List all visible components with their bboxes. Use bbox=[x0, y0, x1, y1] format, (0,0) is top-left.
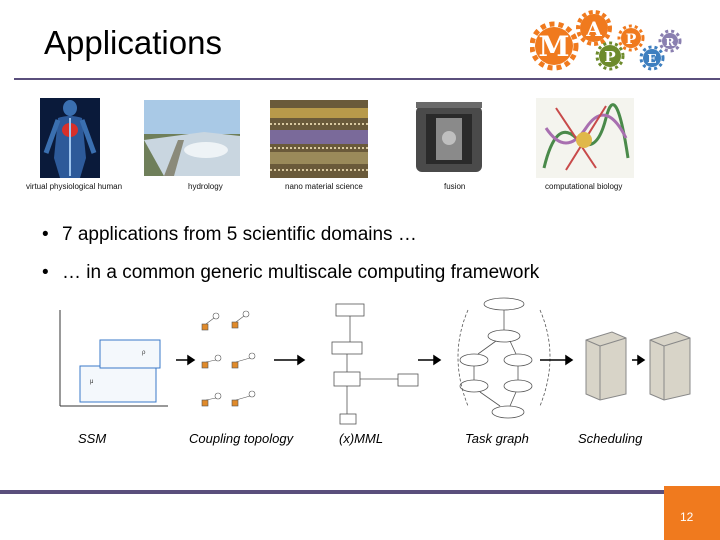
label-ssm: SSM bbox=[78, 431, 107, 446]
caption-virtual-physiological-human: virtual physiological human bbox=[26, 182, 123, 191]
slide-title: Applications bbox=[44, 24, 222, 61]
logo-p1-gear: P bbox=[595, 41, 625, 71]
bullet-item: • 7 applications from 5 scientific domain… bbox=[42, 224, 417, 246]
ssm-diagram: μ ρ bbox=[59, 310, 168, 407]
svg-text:P: P bbox=[626, 32, 637, 48]
page-number: 12 bbox=[680, 510, 694, 524]
footer-divider bbox=[0, 490, 720, 494]
svg-text:M: M bbox=[539, 30, 570, 63]
pipeline-arrows bbox=[176, 354, 646, 366]
logo-p2-gear: P bbox=[617, 24, 645, 52]
computational-biology-image bbox=[536, 98, 634, 178]
bullet-text: 7 applications from 5 scientific domains… bbox=[62, 224, 417, 245]
bullet-item: • … in a common generic multiscale comput… bbox=[42, 262, 539, 284]
arrow-icon bbox=[565, 354, 574, 366]
bullet-marker: • bbox=[42, 224, 49, 245]
virtual-physiological-human-image bbox=[40, 98, 100, 178]
hydrology-image bbox=[144, 100, 240, 176]
label-scheduling: Scheduling bbox=[578, 431, 643, 446]
svg-text:P: P bbox=[604, 48, 615, 66]
mapper-logo: M A P P E R bbox=[530, 10, 682, 71]
arrow-icon bbox=[297, 354, 306, 366]
fusion-image bbox=[412, 98, 486, 178]
xmml-diagram bbox=[331, 303, 419, 425]
bullet-marker: • bbox=[42, 262, 49, 283]
task-graph-diagram bbox=[457, 297, 551, 419]
caption-computational-biology: computational biology bbox=[545, 182, 623, 191]
coupling-topology-diagram bbox=[201, 310, 256, 407]
logo-e-gear: E bbox=[639, 45, 665, 71]
svg-text:A: A bbox=[585, 17, 602, 41]
arrow-icon bbox=[637, 354, 646, 366]
arrow-icon bbox=[433, 354, 442, 366]
svg-text:E: E bbox=[647, 52, 656, 66]
page-number-box bbox=[664, 486, 720, 540]
nano-material-science-image bbox=[270, 100, 368, 178]
server-right-icon bbox=[649, 331, 691, 401]
svg-text:μ: μ bbox=[90, 379, 94, 385]
title-divider bbox=[14, 78, 720, 80]
label-coupling-topology: Coupling topology bbox=[189, 431, 294, 446]
label-task-graph: Task graph bbox=[465, 431, 529, 446]
caption-fusion: fusion bbox=[444, 182, 466, 191]
bullet-text: … in a common generic multiscale computi… bbox=[62, 262, 540, 283]
server-left-icon bbox=[585, 331, 627, 401]
caption-hydrology: hydrology bbox=[188, 182, 223, 191]
svg-text:R: R bbox=[665, 36, 675, 49]
logo-a-gear: A bbox=[576, 10, 612, 46]
arrow-icon bbox=[187, 354, 196, 366]
svg-text:ρ: ρ bbox=[142, 350, 146, 356]
label-xmml: (x)MML bbox=[339, 431, 384, 446]
logo-r-gear: R bbox=[658, 29, 682, 53]
logo-m-gear: M bbox=[530, 21, 579, 71]
caption-nano-material-science: nano material science bbox=[285, 182, 363, 191]
